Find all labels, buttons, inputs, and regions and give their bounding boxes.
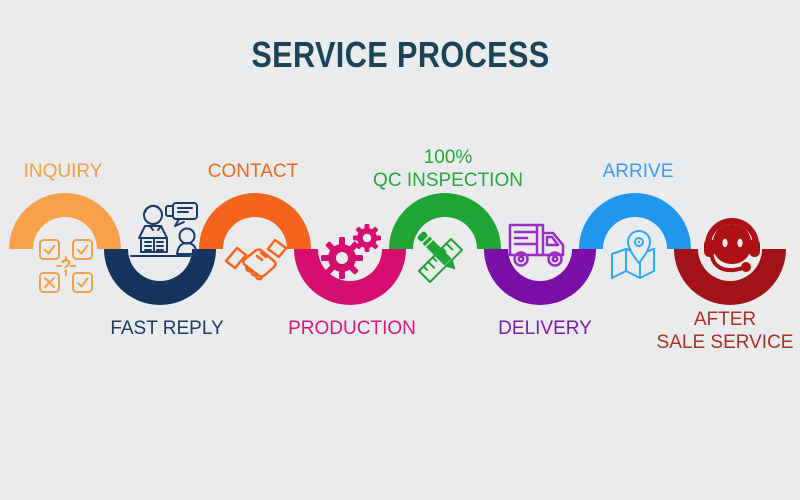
step-label-after-sale: AFTER SALE SERVICE: [625, 308, 800, 354]
step-label-line: AFTER: [693, 309, 757, 330]
page-title-text: SERVICE PROCESS: [250, 34, 550, 75]
large-gear: [321, 237, 363, 279]
step-label-arrive: ARRIVE: [578, 160, 698, 183]
step-label-line: DELIVERY: [498, 318, 592, 339]
step-label-line: SALE SERVICE: [656, 332, 794, 353]
svg-text:?: ?: [61, 256, 72, 276]
pencil: [417, 231, 456, 270]
arc-delivery: [484, 249, 596, 305]
support-agent-icon: [130, 202, 198, 257]
step-label-qc-inspection: 100% QC INSPECTION: [363, 146, 533, 192]
step-label-line: ARRIVE: [602, 161, 674, 182]
gears-icon: [321, 224, 381, 279]
step-label-line: QC INSPECTION: [373, 170, 523, 191]
arc-contact: [199, 193, 311, 249]
arc-fast-reply: [104, 249, 216, 305]
pencil-ruler-icon: [417, 231, 463, 283]
step-label-production: PRODUCTION: [272, 317, 432, 340]
delivery-truck-icon: [508, 223, 565, 267]
question-boxes-icon: ?: [39, 239, 93, 293]
arc-after-sale: [674, 249, 786, 305]
arc-arrive: [579, 193, 691, 249]
step-label-line: CONTACT: [207, 161, 299, 182]
step-label-line: FAST REPLY: [110, 318, 224, 339]
step-label-line: 100%: [423, 147, 473, 168]
handshake-icon: [224, 238, 288, 281]
step-label-line: PRODUCTION: [288, 318, 416, 339]
step-label-delivery: DELIVERY: [475, 317, 615, 340]
map-pin-icon: [611, 230, 655, 279]
arc-production: [294, 249, 406, 305]
step-label-fast-reply: FAST REPLY: [97, 317, 237, 340]
step-label-line: INQUIRY: [23, 161, 103, 182]
step-label-inquiry: INQUIRY: [3, 160, 123, 183]
page-title: SERVICE PROCESS: [0, 34, 800, 76]
step-label-contact: CONTACT: [193, 160, 313, 183]
arc-qc-inspection: [389, 193, 501, 249]
headset-icon: [704, 218, 760, 273]
small-gear: [353, 224, 381, 252]
arc-inquiry: [9, 193, 121, 249]
